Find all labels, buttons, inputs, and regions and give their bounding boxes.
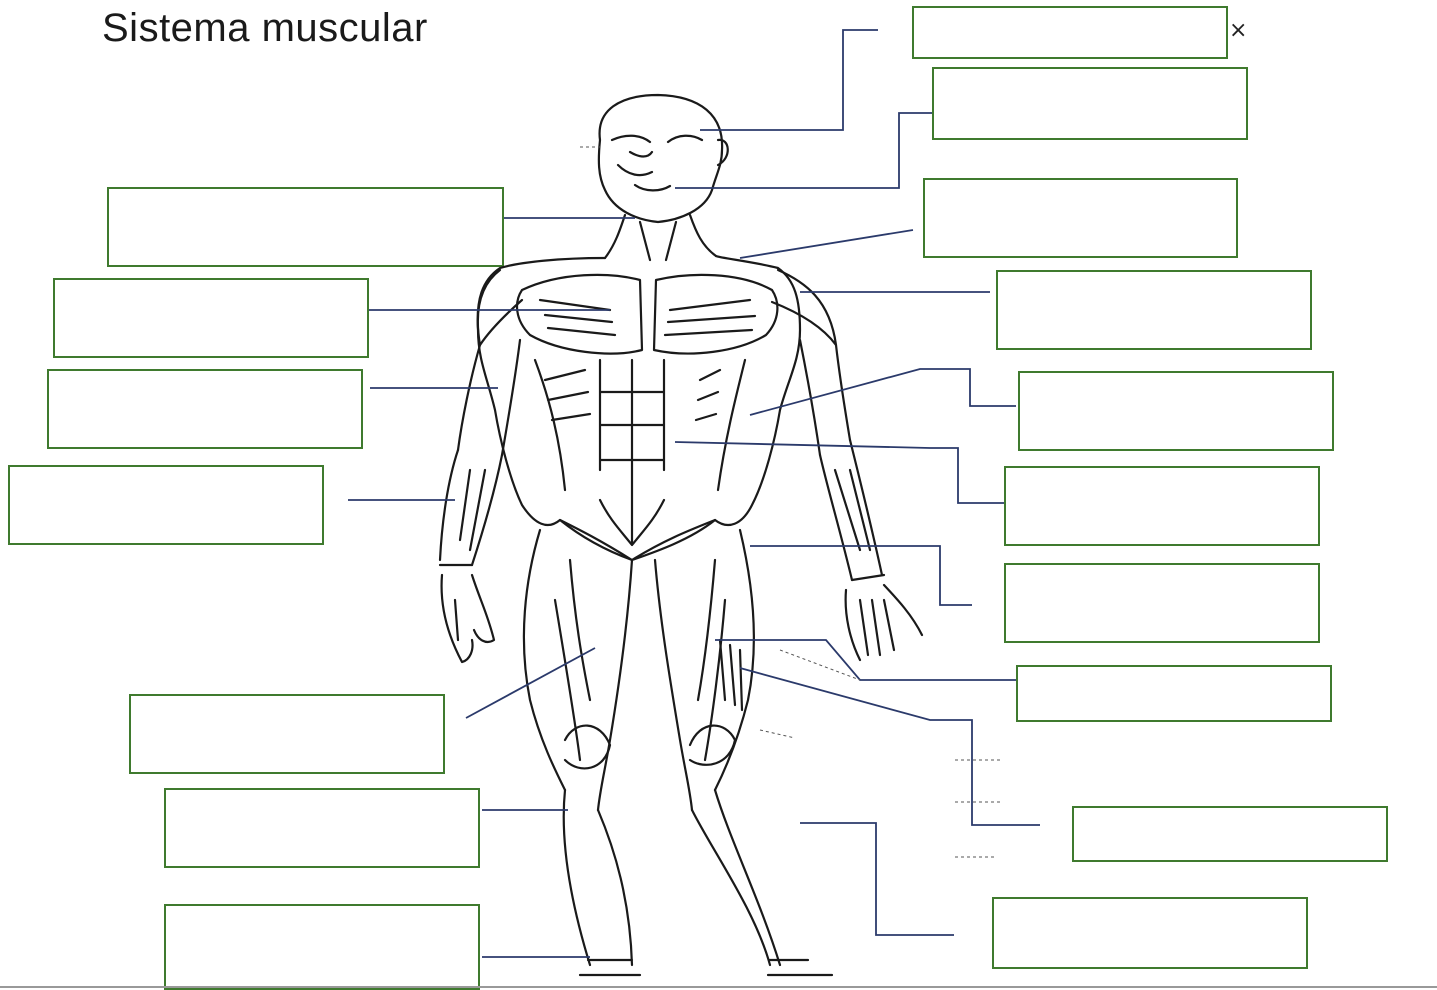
obliques-left: [535, 360, 590, 490]
arm-right-forearm: [820, 440, 882, 580]
leader-line-left-5: [466, 648, 595, 718]
deltoid-left: [478, 270, 522, 345]
leader-line-right-10: [800, 823, 954, 935]
arm-left-upper: [458, 340, 520, 455]
dashed-guide-marks: [580, 147, 1000, 857]
pelvis-outline: [560, 520, 715, 560]
arm-right-upper: [800, 340, 850, 455]
leg-right-thigh: [655, 530, 754, 810]
deltoid-right: [772, 270, 836, 345]
bottom-divider: [0, 986, 1437, 988]
hand-left: [440, 565, 494, 662]
pectoral-right: [654, 275, 777, 354]
torso-outline: [478, 256, 800, 560]
pectoral-left: [517, 275, 642, 354]
leader-line-right-2: [675, 113, 932, 188]
leader-line-right-3: [740, 230, 913, 258]
pectoral-fibers: [540, 300, 755, 335]
hand-right: [846, 575, 922, 660]
abdominals: [600, 360, 664, 545]
leg-details: [720, 640, 742, 710]
leader-line-right-1: [700, 30, 878, 130]
human-figure-drawing: [440, 95, 922, 975]
head-outline: [599, 95, 722, 222]
leader-line-right-7: [750, 546, 972, 605]
leader-line-right-9: [740, 668, 1040, 825]
knee-left: [565, 726, 610, 769]
leader-lines: [348, 30, 1040, 957]
face-features: [612, 136, 702, 191]
arm-left-forearm: [440, 450, 502, 565]
leg-right-lower: [692, 790, 832, 975]
leg-left-lower: [564, 790, 640, 975]
obliques-right: [696, 360, 745, 490]
